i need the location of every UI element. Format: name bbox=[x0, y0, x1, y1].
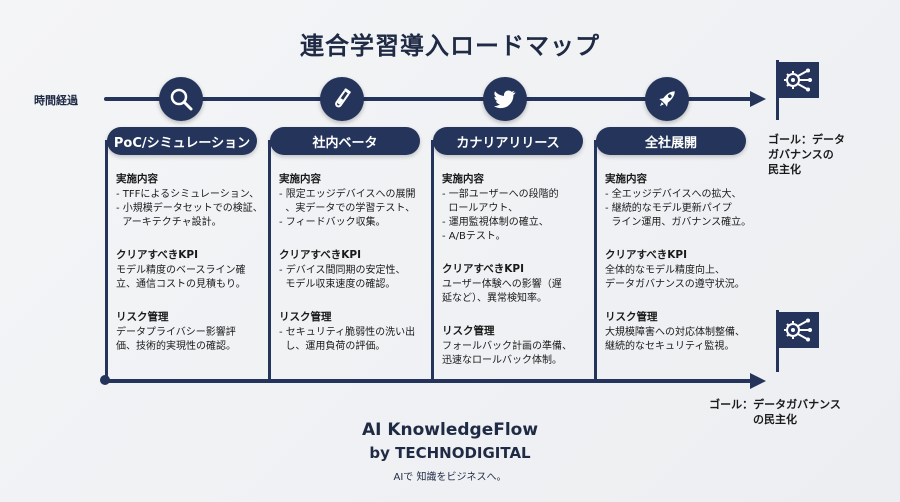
phase-4-action-line: - 継続的なモデル更新パイプ bbox=[605, 203, 732, 214]
timeline-top-arrowhead bbox=[750, 91, 766, 107]
phase-4-content: 実施内容 - 全エッジデバイスへの拡大、 - 継続的なモデル更新パイプ ライン運… bbox=[605, 172, 765, 372]
phase-2-actions-heading: 実施内容 bbox=[279, 173, 321, 185]
phase-1-actions-heading: 実施内容 bbox=[116, 173, 158, 185]
phase-2-content: 実施内容 - 限定エッジデバイスへの展開 、実データでの学習テスト、 - フィー… bbox=[279, 172, 429, 372]
magnifier-icon bbox=[170, 88, 193, 111]
goal-bottom-flag bbox=[779, 312, 819, 348]
phase-4-kpi-heading: クリアすべきKPI bbox=[605, 249, 688, 261]
phase-4-divider bbox=[594, 140, 597, 380]
phase-1-risk-line: 価、技術的実現性の確認。 bbox=[116, 341, 236, 352]
goal-top-line: ガバナンスの bbox=[768, 148, 834, 161]
phase-3-action-line: - A/Bテスト。 bbox=[442, 231, 506, 242]
bird-icon bbox=[494, 90, 516, 109]
rocket-icon bbox=[659, 91, 675, 107]
network-gear-icon bbox=[784, 318, 812, 342]
goal-top-line: ゴール：データ bbox=[768, 133, 845, 146]
goal-top-flag bbox=[779, 62, 819, 98]
phase-2-kpi-heading: クリアすべきKPI bbox=[279, 249, 362, 261]
phase-1-icon-circle bbox=[159, 77, 203, 121]
phase-3-actions-heading: 実施内容 bbox=[442, 173, 484, 185]
footer-brand: AI KnowledgeFlow bbox=[361, 420, 539, 440]
timeline-bottom-start-dot bbox=[100, 375, 110, 385]
phase-1-kpi-line: 立、通信コストの見積もり。 bbox=[116, 279, 246, 290]
goal-top-text: ゴール：データ ガバナンスの 民主化 bbox=[768, 132, 878, 177]
goal-bottom-text: ゴール：データガバナンス の民主化 bbox=[690, 397, 860, 427]
phase-3-content: 実施内容 - 一部ユーザーへの段階的 ロールアウト、 - 運用監視体制の確立、 … bbox=[442, 172, 592, 386]
footer-by: by TECHNODIGITAL bbox=[369, 444, 531, 462]
phase-1-label: PoC/シミュレーション bbox=[113, 135, 251, 151]
phase-3-icon-circle bbox=[483, 77, 527, 121]
goal-top-flag-pole bbox=[776, 60, 779, 120]
phase-2-risk-line: し、運用負荷の評価。 bbox=[279, 341, 386, 352]
phase-3-risk-line: 迅速なロールバック体制。 bbox=[442, 355, 562, 366]
phase-3-action-line: - 一部ユーザーへの段階的 bbox=[442, 189, 559, 200]
phase-2-divider bbox=[268, 140, 271, 380]
phase-1-pill: PoC/シミュレーション bbox=[107, 127, 257, 155]
phase-3-action-line: ロールアウト、 bbox=[442, 203, 519, 214]
phase-4-risk-line: 大規模障害への対応体制整備、 bbox=[605, 327, 745, 338]
phase-3-action-line: - 運用監視体制の確立、 bbox=[442, 217, 549, 228]
phase-4-icon-circle bbox=[645, 77, 689, 121]
phase-3-risk-line: フォールバック計画の準備、 bbox=[442, 341, 572, 352]
page-title: 連合学習導入ロードマップ bbox=[300, 32, 600, 60]
footer-tagline: AIで 知識をビジネスへ。 bbox=[393, 472, 507, 483]
phase-2-label: 社内ベータ bbox=[312, 135, 378, 151]
goal-top-line: 民主化 bbox=[768, 163, 801, 176]
phase-3-kpi-line: ユーザー体験への影響（遅 bbox=[442, 279, 562, 290]
phase-1-action-line: - TFFによるシミュレーション、 bbox=[116, 189, 260, 200]
goal-bottom-flag-pole bbox=[776, 310, 779, 372]
phase-1-content: 実施内容 - TFFによるシミュレーション、 - 小規模データセットでの検証、 … bbox=[116, 172, 266, 372]
network-gear-icon bbox=[784, 68, 812, 92]
phase-2-kpi-line: モデル収束速度の確認。 bbox=[279, 279, 396, 290]
phase-3-label: カナリアリリース bbox=[456, 135, 560, 151]
timeline-bottom bbox=[104, 379, 754, 383]
phase-4-label: 全社展開 bbox=[644, 135, 697, 151]
phase-2-icon-circle bbox=[320, 77, 364, 121]
phase-2-kpi-line: - デバイス間同期の安定性、 bbox=[279, 265, 406, 276]
phase-3-pill: カナリアリリース bbox=[433, 127, 583, 155]
phase-1-divider bbox=[105, 140, 108, 380]
phase-4-action-line: - 全エッジデバイスへの拡大、 bbox=[605, 189, 742, 200]
phase-4-actions-heading: 実施内容 bbox=[605, 173, 647, 185]
phase-3-kpi-heading: クリアすべきKPI bbox=[442, 263, 525, 275]
phase-1-risk-heading: リスク管理 bbox=[116, 311, 169, 323]
timeline-top bbox=[104, 97, 754, 101]
test-tube-icon bbox=[335, 88, 351, 108]
phase-4-risk-line: 継続的なセキュリティ監視。 bbox=[605, 341, 735, 352]
phase-2-pill: 社内ベータ bbox=[270, 127, 420, 155]
phase-2-action-line: - フィードバック収集。 bbox=[279, 217, 386, 228]
phase-4-pill: 全社展開 bbox=[596, 127, 746, 155]
goal-bottom-line: の民主化 bbox=[753, 413, 797, 426]
phase-4-kpi-line: データガバナンスの遵守状況。 bbox=[605, 279, 745, 290]
phase-1-risk-line: データプライバシー影響評 bbox=[116, 327, 236, 338]
phase-1-action-line: アーキテクチャ設計。 bbox=[116, 217, 222, 228]
goal-bottom-line: ゴール：データガバナンス bbox=[709, 398, 841, 411]
phase-3-divider bbox=[431, 140, 434, 380]
phase-4-risk-heading: リスク管理 bbox=[605, 311, 658, 323]
phase-1-kpi-line: モデル精度のベースライン確 bbox=[116, 265, 246, 276]
phase-4-kpi-line: 全体的なモデル精度向上、 bbox=[605, 265, 725, 276]
phase-2-action-line: 、実データでの学習テスト、 bbox=[279, 203, 416, 214]
phase-1-kpi-heading: クリアすべきKPI bbox=[116, 249, 199, 261]
phase-2-risk-line: - セキュリティ脆弱性の洗い出 bbox=[279, 327, 416, 338]
phase-2-action-line: - 限定エッジデバイスへの展開 bbox=[279, 189, 416, 200]
timeline-bottom-arrowhead bbox=[750, 373, 766, 389]
time-axis-label: 時間経過 bbox=[34, 94, 78, 107]
phase-3-risk-heading: リスク管理 bbox=[442, 325, 495, 337]
phase-4-action-line: ライン運用、ガバナンス確立。 bbox=[605, 217, 752, 228]
phase-1-action-line: - 小規模データセットでの検証、 bbox=[116, 203, 263, 214]
phase-2-risk-heading: リスク管理 bbox=[279, 311, 332, 323]
phase-3-kpi-line: 延など）、異常検知率。 bbox=[442, 293, 547, 304]
